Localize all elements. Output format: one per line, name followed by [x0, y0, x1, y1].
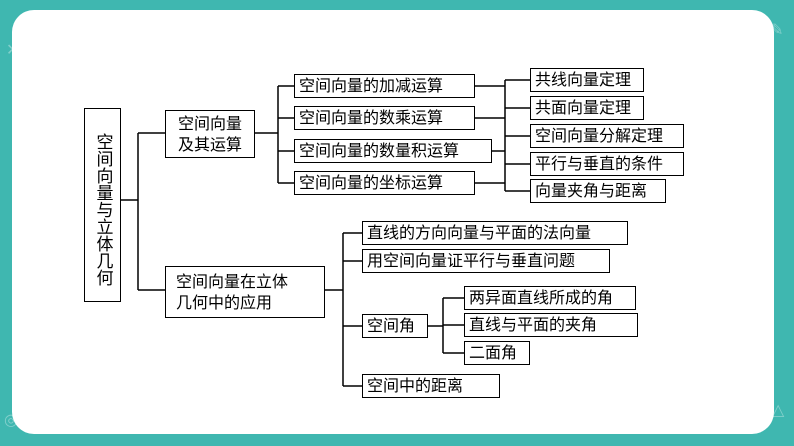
- application-node: 直线的方向向量与平面的法向量: [362, 221, 628, 245]
- branch-title-line: 几何中的应用: [176, 293, 273, 312]
- angle-node: 两异面直线所成的角: [464, 286, 636, 310]
- branch-title-line: 空间向量: [177, 114, 242, 133]
- root-node: 空间向量与立体几何: [84, 108, 121, 302]
- space-distance-node: 空间中的距离: [362, 374, 500, 398]
- space-angle-node: 空间角: [362, 314, 428, 338]
- theorem-node: 平行与垂直的条件: [530, 152, 684, 176]
- angle-node: 二面角: [464, 341, 530, 365]
- theorem-node: 共面向量定理: [530, 96, 644, 120]
- op-node: 空间向量的数量积运算: [294, 139, 492, 163]
- op-node: 空间向量的坐标运算: [294, 171, 475, 195]
- op-node: 空间向量的加减运算: [294, 74, 475, 98]
- angle-node: 直线与平面的夹角: [464, 313, 638, 337]
- branch-title-line: 空间向量在立体: [176, 272, 289, 291]
- theorem-node: 向量夹角与距离: [530, 179, 666, 203]
- op-node: 空间向量的数乘运算: [294, 106, 475, 130]
- application-node: 用空间向量证平行与垂直问题: [362, 249, 610, 273]
- branch-applications: 空间向量在立体 几何中的应用: [165, 266, 325, 318]
- background-doodle: △: [772, 400, 785, 419]
- theorem-node: 共线向量定理: [530, 68, 644, 92]
- theorem-node: 空间向量分解定理: [530, 124, 684, 148]
- branch-vector-operations: 空间向量 及其运算: [165, 110, 255, 158]
- branch-title-line: 及其运算: [177, 135, 242, 154]
